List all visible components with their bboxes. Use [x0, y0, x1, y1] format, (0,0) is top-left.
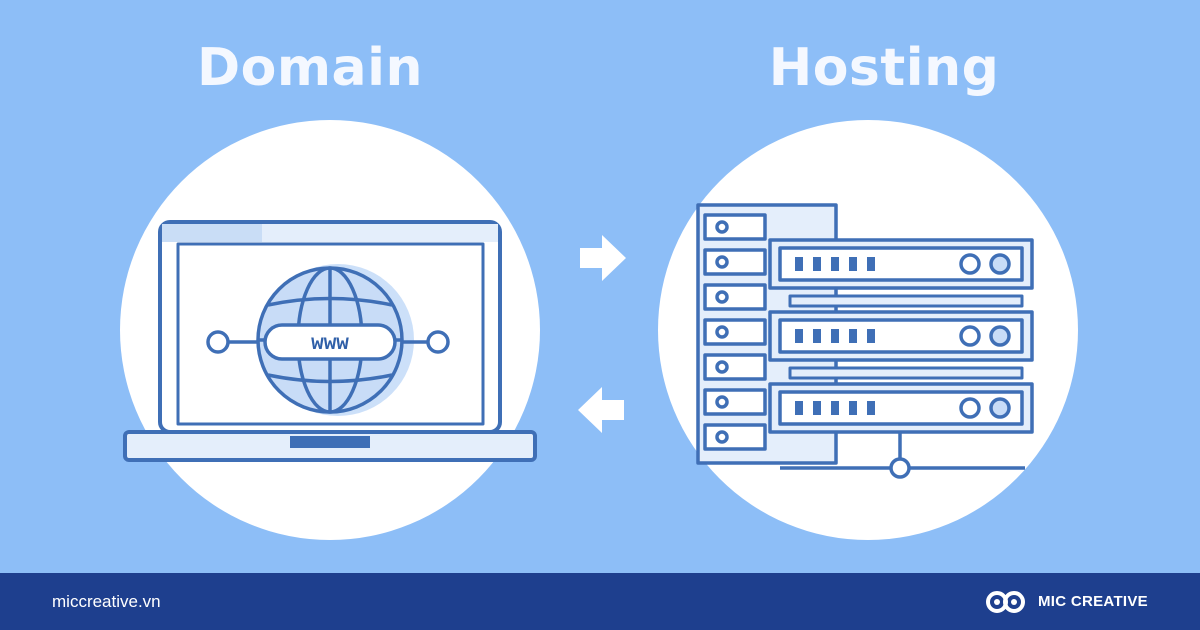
- server-unit-1: [768, 238, 1034, 308]
- www-text: www: [311, 333, 349, 356]
- domain-title: Domain: [196, 38, 423, 98]
- server-rack-icon: [696, 203, 1034, 479]
- brand: MIC CREATIVE: [984, 588, 1148, 616]
- footer-url[interactable]: miccreative.vn: [52, 591, 161, 611]
- illustration: www: [120, 120, 1078, 540]
- footer-bar: miccreative.vn MIC CREATIVE: [0, 573, 1200, 630]
- arrow-right-icon: [580, 235, 626, 281]
- globe-connector: [206, 330, 450, 354]
- server-lights: [959, 253, 1011, 419]
- arrow-left-icon: [578, 387, 624, 433]
- server-unit-2: [768, 310, 1034, 380]
- server-indicators: [795, 257, 875, 415]
- mic-creative-logo-icon: [986, 590, 1025, 613]
- hosting-title: Hosting: [768, 38, 1000, 98]
- brand-name: MIC CREATIVE: [1038, 593, 1148, 610]
- www-pill: [263, 323, 397, 361]
